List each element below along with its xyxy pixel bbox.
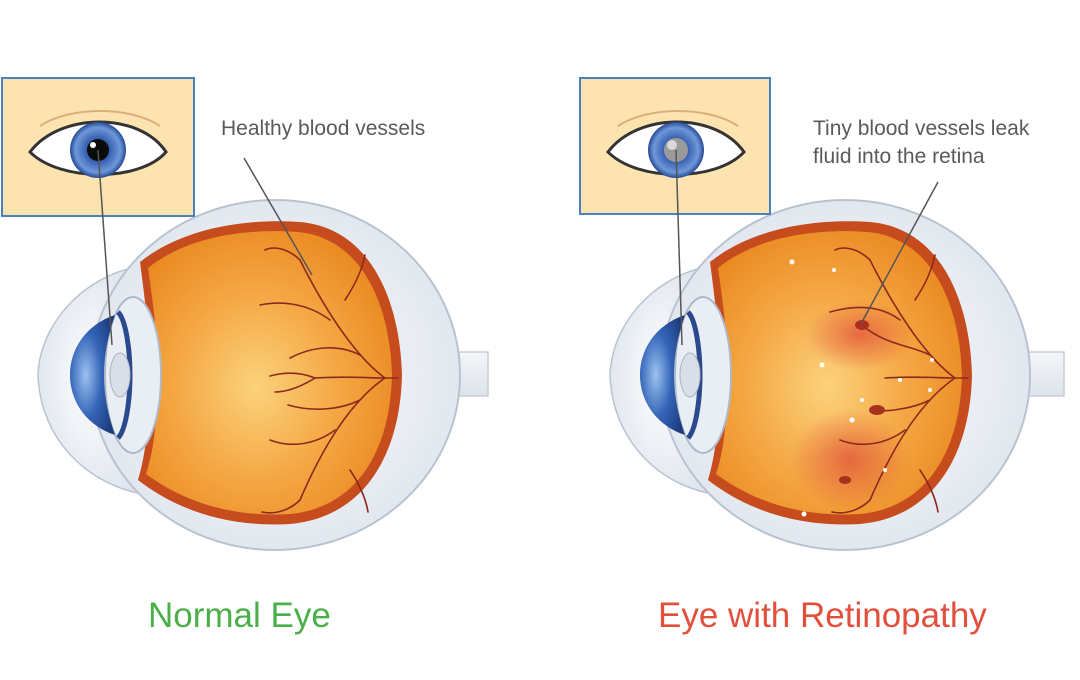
normal-eye-illustration xyxy=(37,199,489,551)
normal-eye-front-view xyxy=(1,77,195,346)
normal-annotation: Healthy blood vessels xyxy=(221,117,426,140)
blood-vessels-icon xyxy=(829,247,969,514)
retinopathy-eye-illustration xyxy=(609,199,1065,551)
annotation-pointer-line xyxy=(243,157,313,276)
blood-vessels-icon xyxy=(259,247,399,514)
fluid-leak-area xyxy=(790,410,910,510)
retinopathy-caption: Eye with Retinopathy xyxy=(658,596,987,635)
hemorrhage-spot xyxy=(839,476,851,484)
exudate-spots xyxy=(789,259,934,517)
hemorrhage-spot xyxy=(869,405,885,415)
retina-icon xyxy=(146,231,392,515)
fluid-leak-area xyxy=(805,300,915,370)
retinopathy-annotation-line1: Tiny blood vessels leak xyxy=(813,117,1030,140)
retinopathy-eye-front-view xyxy=(579,77,771,346)
hemorrhage-spot xyxy=(855,320,869,330)
retinopathy-annotation-line2: fluid into the retina xyxy=(813,145,985,168)
annotation-pointer-line xyxy=(861,181,939,323)
normal-eye-caption: Normal Eye xyxy=(148,596,331,635)
